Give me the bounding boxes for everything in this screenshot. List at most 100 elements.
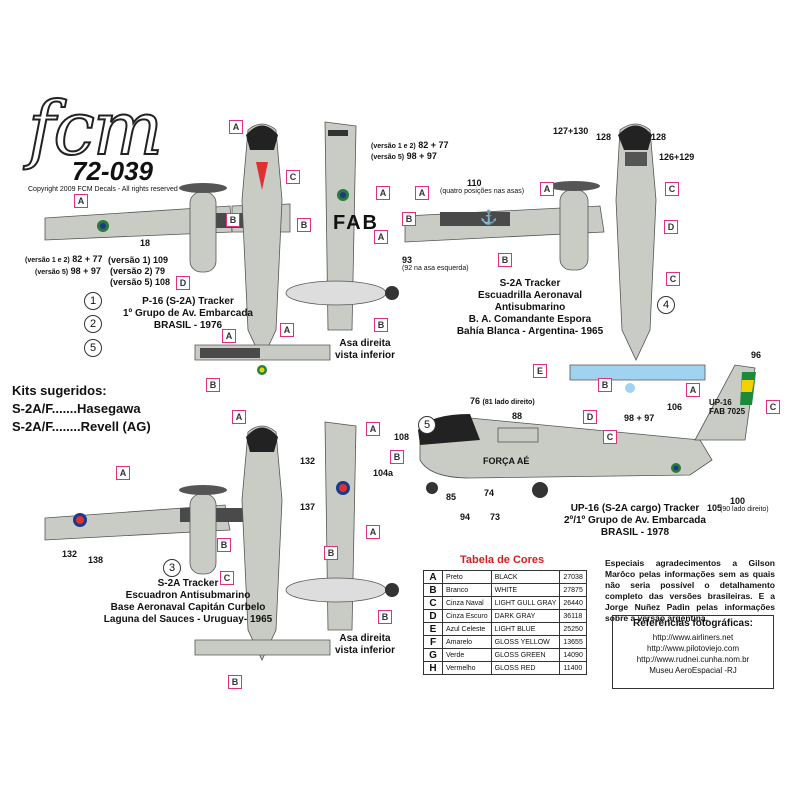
- callout-a: A: [540, 182, 554, 196]
- callout-b: B: [498, 253, 512, 267]
- plate5-n106: 106: [667, 402, 683, 412]
- callout-e: E: [533, 364, 547, 378]
- reference-link[interactable]: http://www.airliners.net: [652, 633, 734, 642]
- plate4-n126: 126+129: [659, 152, 695, 162]
- plate1-l79: (versão 2) 79: [110, 266, 166, 276]
- plate1-wing-underside: [285, 121, 399, 331]
- plate5-n100: 100: [730, 496, 746, 506]
- plate4-n127: 127+130: [553, 126, 589, 136]
- references-title: Referências fotográficas:: [632, 618, 754, 629]
- plate5-n96: 96: [751, 350, 762, 360]
- plate5-circle: 5: [418, 416, 436, 434]
- plate1-left-v5: (versão 5) 98 + 97: [35, 266, 101, 276]
- callout-a: A: [374, 230, 388, 244]
- plate4-n110: 110: [467, 178, 482, 188]
- plate1-circle-5: 5: [84, 339, 102, 357]
- callout-b: B: [206, 378, 220, 392]
- callout-b: B: [378, 610, 392, 624]
- plate5-n9897: 98 + 97: [624, 413, 655, 423]
- callout-d: D: [176, 276, 190, 290]
- reference-text: Museu AeroEspacial -RJ: [649, 666, 737, 675]
- callout-c: C: [603, 430, 617, 444]
- callout-a: A: [229, 120, 243, 134]
- plate3-n132: 132: [62, 549, 78, 559]
- callout-a: A: [74, 194, 88, 208]
- svg-text:⚓: ⚓: [480, 209, 497, 226]
- callout-a: A: [222, 329, 236, 343]
- callout-b: B: [324, 546, 338, 560]
- callout-b: B: [217, 538, 231, 552]
- plate1-n93: 93: [402, 255, 413, 265]
- plate1-left-v12: (versão 1 e 2) 82 + 77: [25, 254, 103, 264]
- callout-a: A: [280, 323, 294, 337]
- fcm-logo: fcm: [27, 86, 164, 172]
- callout-c: C: [665, 182, 679, 196]
- plate5-n100-note: (90 lado direito): [720, 506, 769, 513]
- plate5-n74: 74: [484, 488, 495, 498]
- plate4-n128a: 128: [596, 132, 612, 142]
- callout-a: A: [116, 466, 130, 480]
- callout-b: B: [374, 318, 388, 332]
- thanks-text: Especiais agradecimentos a Gilson Marôco…: [605, 558, 775, 623]
- plate1-n93-note: (92 na asa esquerda): [402, 265, 469, 272]
- plate5-n94: 94: [460, 512, 471, 522]
- plate1-l108: (versão 5) 108: [110, 277, 171, 287]
- color-table-title: Tabela de Cores: [460, 554, 545, 566]
- plate5-aircraft-side: [418, 364, 756, 498]
- plate1-v12-value: (versão 1 e 2) 82 + 77: [371, 140, 449, 150]
- plate1-circle-1: 1: [84, 292, 102, 310]
- callout-b: B: [297, 218, 311, 232]
- callout-b: B: [390, 450, 404, 464]
- references-box: Referências fotográficas: http://www.air…: [612, 615, 774, 689]
- callout-c: C: [666, 272, 680, 286]
- plate1-fab-marking: FAB: [333, 212, 379, 234]
- plate5-n104a: 104a: [373, 468, 394, 478]
- callout-b: B: [598, 378, 612, 392]
- plate1-circle-2: 2: [84, 315, 102, 333]
- kits-block: Kits sugeridos: S-2A/F.......Hasegawa S-…: [12, 383, 151, 434]
- callout-c: C: [766, 400, 780, 414]
- callout-a: A: [232, 410, 246, 424]
- plate3-aircraft-top: [44, 425, 331, 661]
- callout-d: D: [664, 220, 678, 234]
- callout-a: A: [376, 186, 390, 200]
- callout-b: B: [228, 675, 242, 689]
- plate5-n73: 73: [490, 512, 501, 522]
- plate5-forca: FORÇA AÉ: [483, 456, 530, 466]
- plate4-n128b: 128: [651, 132, 667, 142]
- callout-b: B: [226, 213, 240, 227]
- plate5-n105: 105: [707, 503, 723, 513]
- plate1-n18: 18: [140, 238, 151, 248]
- copyright-text: Copyright 2009 FCM Decals - All rights r…: [28, 186, 178, 193]
- plate5-tail-code: UP-16 FAB 7025: [709, 398, 746, 416]
- callout-a: A: [366, 525, 380, 539]
- plate5-n85: 85: [446, 492, 457, 502]
- reference-link[interactable]: http://www.pilotoviejo.com: [646, 644, 740, 653]
- plate5-n88: 88: [512, 411, 523, 421]
- plate4-aircraft-top: ⚓: [404, 123, 706, 393]
- reference-link[interactable]: http://www.rudnei.cunha.nom.br: [636, 655, 750, 664]
- callout-c: C: [286, 170, 300, 184]
- plate3-n138: 138: [88, 555, 104, 565]
- callout-d: D: [583, 410, 597, 424]
- product-code: 72-039: [72, 156, 153, 186]
- plate4-n110-note: (quatro posições nas asas): [440, 188, 525, 195]
- plate5-n76: 76 (81 lado direito): [470, 396, 535, 406]
- plate3-wing-underside: [285, 421, 399, 631]
- callout-c: C: [220, 571, 234, 585]
- plate3-n132b: 132: [300, 456, 316, 466]
- plate1-v5-value: (versão 5) 98 + 97: [371, 151, 437, 161]
